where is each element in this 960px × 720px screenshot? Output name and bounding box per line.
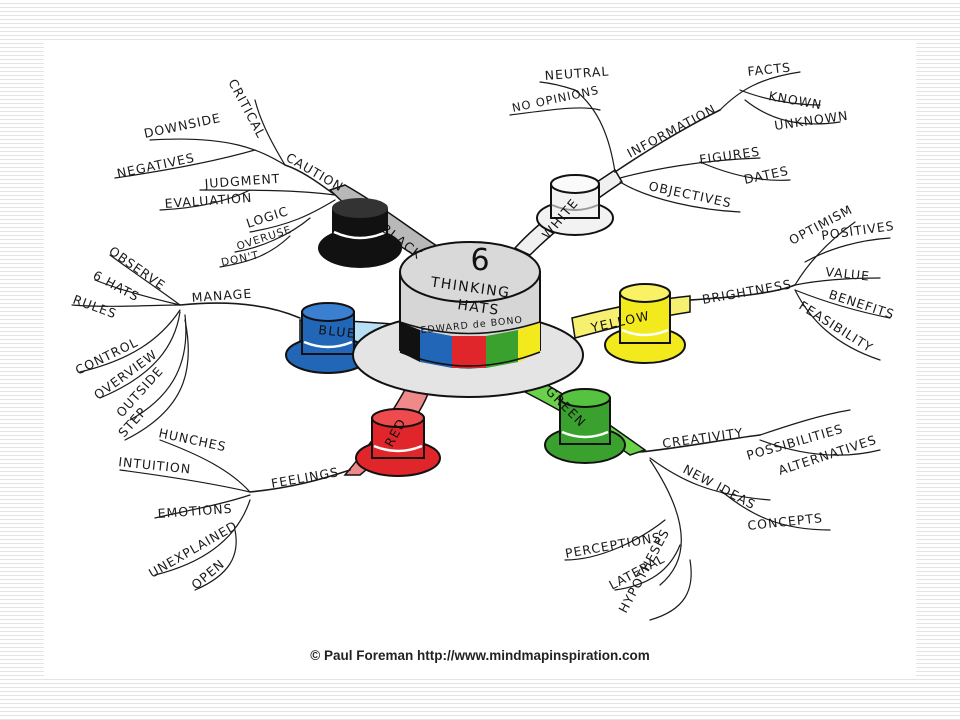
branch-facts: FACTS [747,60,792,79]
blue-branches [71,254,301,441]
copyright-credit: © Paul Foreman http://www.mindmapinspira… [310,648,650,663]
black-hat [318,198,402,268]
branch-overuse: OVERUSE [235,224,293,253]
branch-feelings: FEELINGS [270,464,340,491]
yellow-hat [604,283,686,364]
branch-downside: DOWNSIDE [143,110,223,141]
white-branches [509,71,841,213]
yellow-branches [689,221,891,361]
branch-evaluation: EVALUATION [164,190,253,211]
red-hat [355,408,441,477]
branch-new-ideas: NEW IDEAS [681,461,759,512]
branch-dates: DATES [743,163,791,187]
blue-hat-label: BLUE [318,322,357,341]
branch-unknown: UNKNOWN [773,108,849,133]
branch-unexplained: UNEXPLAINED [146,518,240,581]
branch-figures: FIGURES [698,144,761,167]
center-title-line2: HATS [456,297,500,319]
branch-creativity: CREATIVITY [661,425,744,451]
black-branches [114,99,336,268]
branch-known: KNOWN [767,88,823,112]
white-hat [536,174,614,236]
branch-hunches: HUNCHES [157,425,227,454]
branch-brightness: BRIGHTNESS [701,276,793,307]
branch-manage: MANAGE [191,286,253,305]
center-number: 6 [470,243,489,278]
branch-judgment: JUDGMENT [203,171,281,191]
blue-hat [285,302,371,374]
branch-critical: CRITICAL [225,76,269,140]
branch-value: VALUE [825,264,871,284]
branch-no-opinions: NO OPINIONS [511,83,601,115]
central-hat [352,241,584,398]
green-hat [544,388,626,464]
branch-neutral: NEUTRAL [544,64,610,83]
branch-dont: DON'T [220,249,260,269]
branch-rules: RULES [71,292,119,322]
branch-caution: CAUTION [284,150,347,195]
branch-emotions: EMOTIONS [157,501,233,521]
branch-negatives: NEGATIVES [116,150,197,181]
branch-intuition: INTUITION [118,454,192,477]
red-branches [119,439,351,591]
green-branches [564,409,881,621]
